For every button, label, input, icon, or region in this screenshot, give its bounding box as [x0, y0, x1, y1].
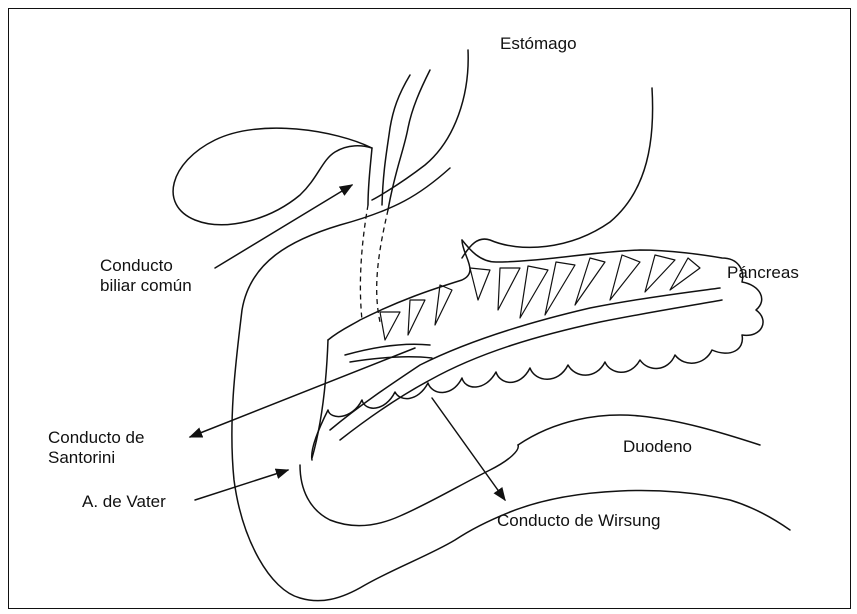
- duodenum-outline: [232, 168, 790, 601]
- common-bile-duct-dashed: [360, 205, 388, 322]
- label-santorini-line2: Santorini: [48, 448, 115, 468]
- label-wirsung: Conducto de Wirsung: [497, 511, 660, 531]
- stomach-outline: [372, 50, 653, 258]
- label-conducto-biliar-line1: Conducto: [100, 256, 173, 276]
- label-estomago: Estómago: [500, 34, 577, 54]
- label-conducto-biliar-line2: biliar común: [100, 276, 192, 296]
- bile-duct-upper: [368, 70, 430, 210]
- label-duodeno: Duodeno: [623, 437, 692, 457]
- arrow-wirsung: [432, 398, 505, 500]
- label-santorini-line1: Conducto de: [48, 428, 144, 448]
- arrow-santorini: [190, 348, 415, 437]
- gallbladder-outline: [173, 128, 372, 225]
- pancreas-outline: [312, 240, 763, 460]
- label-pancreas: Páncreas: [727, 263, 799, 283]
- label-vater: A. de Vater: [82, 492, 166, 512]
- arrow-biliar: [215, 185, 352, 268]
- arrow-vater: [195, 470, 288, 500]
- wirsung-duct: [330, 288, 722, 440]
- leader-arrows: [190, 185, 505, 500]
- santorini-duct: [345, 344, 432, 362]
